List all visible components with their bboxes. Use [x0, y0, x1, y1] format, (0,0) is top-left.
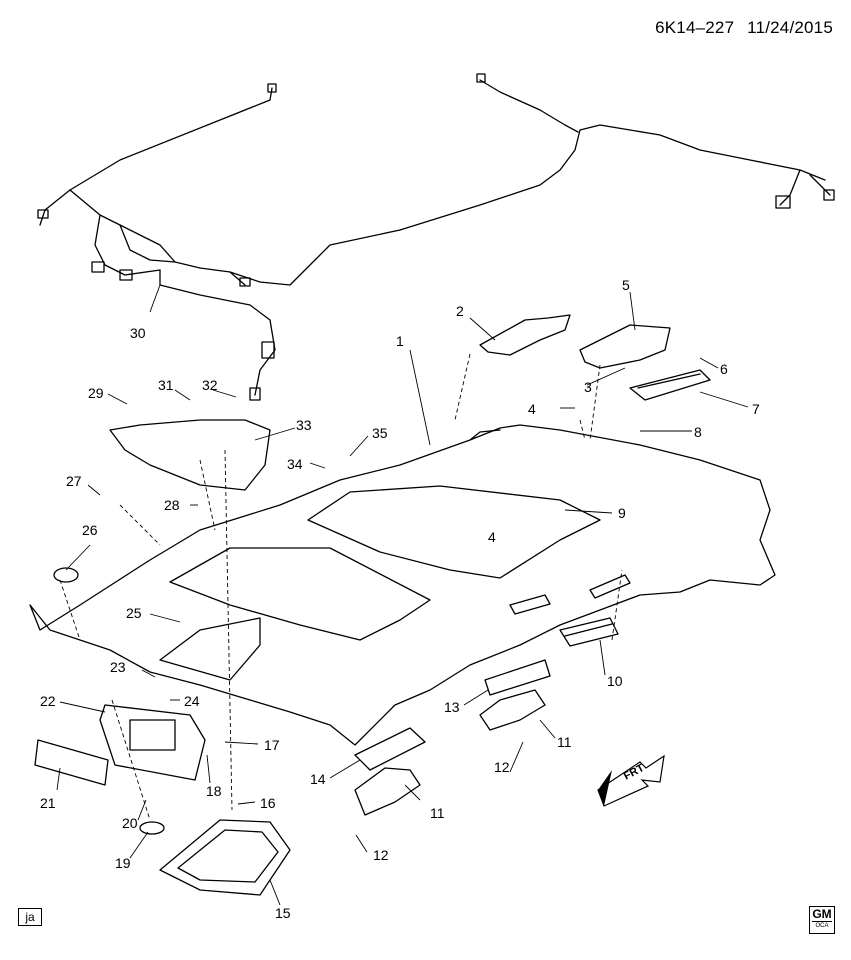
callout-26: 26	[82, 522, 98, 538]
diagram-header: 6K14–227 11/24/2015	[655, 18, 833, 38]
diagram-id: 6K14–227	[655, 18, 735, 37]
callout-18: 18	[206, 783, 222, 799]
callout-24: 24	[184, 693, 200, 709]
callout-33: 33	[296, 417, 312, 433]
callout-15: 15	[275, 905, 291, 921]
callout-3: 3	[584, 379, 592, 395]
callout-8: 8	[694, 424, 702, 440]
roof-console-lamp	[559, 617, 619, 647]
callout-labels: 1 2 3 4 4 5 6 7 8 9 10 11 11 12 12 13 14…	[40, 277, 760, 921]
overhead-console	[159, 819, 291, 896]
callout-5: 5	[622, 277, 630, 293]
assist-handle-front	[354, 767, 421, 816]
callout-17: 17	[264, 737, 280, 753]
callout-lines	[56, 284, 749, 906]
assist-handle-rear	[479, 689, 546, 731]
grab-handle-bracket-left	[109, 419, 271, 491]
gm-logo: GM OCA	[809, 906, 835, 934]
callout-4b: 4	[488, 529, 496, 545]
callout-30: 30	[130, 325, 146, 341]
callout-35: 35	[372, 425, 388, 441]
gm-logo-sub: OCA	[812, 921, 832, 930]
callout-13: 13	[444, 699, 460, 715]
callout-27: 27	[66, 473, 82, 489]
callout-7: 7	[752, 401, 760, 417]
callout-29: 29	[88, 385, 104, 401]
visor-label	[34, 739, 109, 786]
bracket-front	[579, 324, 671, 369]
callout-11b: 11	[430, 805, 445, 821]
leader-lines	[59, 353, 623, 821]
headliner-panel	[29, 424, 776, 746]
visor-clip-cap	[139, 821, 165, 835]
callout-9: 9	[618, 505, 626, 521]
sunroof-switch-bezel	[484, 659, 551, 696]
sunvisor	[99, 704, 206, 781]
callout-21: 21	[40, 795, 56, 811]
callout-4a: 4	[528, 401, 536, 417]
callout-10: 10	[607, 673, 623, 689]
callout-34: 34	[287, 456, 303, 472]
bracket-rear	[479, 314, 571, 356]
callout-14: 14	[310, 771, 326, 787]
callout-22: 22	[40, 693, 56, 709]
callout-16: 16	[260, 795, 276, 811]
callout-28: 28	[164, 497, 180, 513]
wiring-harness	[37, 73, 835, 401]
diagram-date: 11/24/2015	[747, 18, 833, 37]
callout-1: 1	[396, 333, 404, 349]
handle-bezel-front	[354, 727, 426, 771]
callout-20: 20	[122, 815, 138, 831]
callout-32: 32	[202, 377, 218, 393]
callout-25: 25	[126, 605, 142, 621]
gm-logo-text: GM	[812, 907, 832, 921]
callout-6: 6	[720, 361, 728, 377]
callout-2: 2	[456, 303, 464, 319]
side-trim-clip	[53, 567, 79, 583]
reading-lamp-rear	[629, 369, 711, 401]
callout-31: 31	[158, 377, 174, 393]
callout-19: 19	[115, 855, 131, 871]
callout-11a: 11	[557, 734, 572, 750]
callout-12b: 12	[373, 847, 389, 863]
illustrator-tag: ja	[18, 908, 42, 926]
front-direction-arrow: FRT	[597, 754, 665, 807]
callout-23: 23	[110, 659, 126, 675]
callout-12a: 12	[494, 759, 510, 775]
